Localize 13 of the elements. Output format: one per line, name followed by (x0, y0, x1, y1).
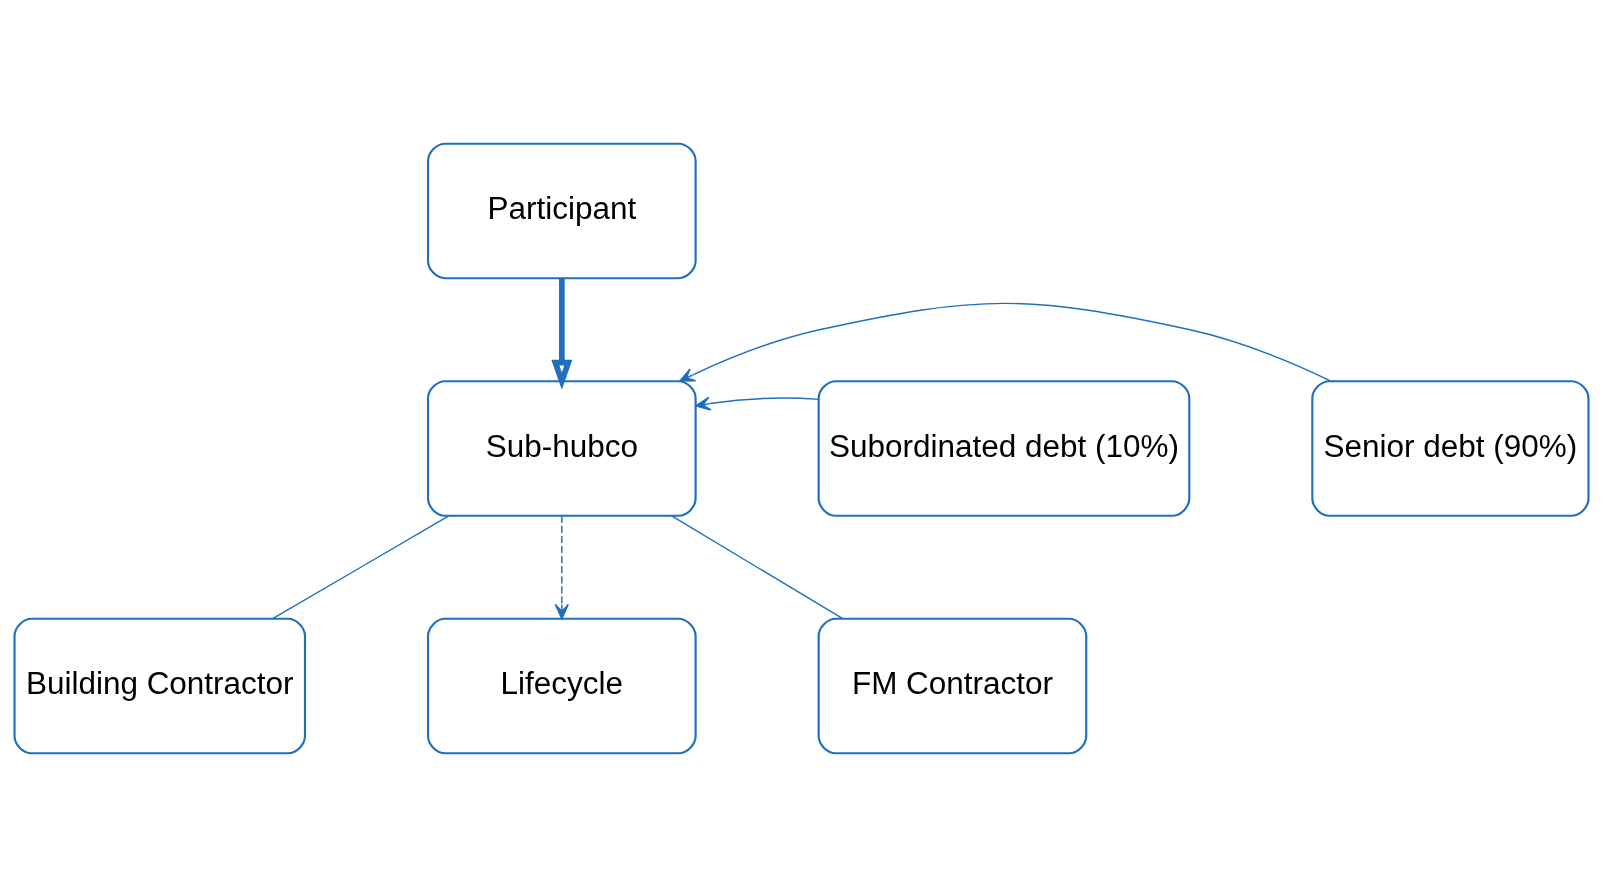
node-box: Sub-hubco (426, 379, 697, 517)
arrow (554, 514, 569, 619)
node-box: Subordinated debt (10%) (817, 379, 1191, 517)
arrow (679, 302, 1332, 382)
node-box: Senior debt (90%) (1311, 379, 1590, 517)
node-box: Participant (426, 142, 697, 279)
node-box: FM Contractor (817, 617, 1088, 754)
connector (670, 514, 844, 619)
connector (271, 514, 450, 619)
node-box: Building Contractor (13, 617, 307, 754)
arrow (551, 277, 573, 390)
node-box: Lifecycle (426, 617, 697, 754)
arrow (694, 396, 820, 411)
